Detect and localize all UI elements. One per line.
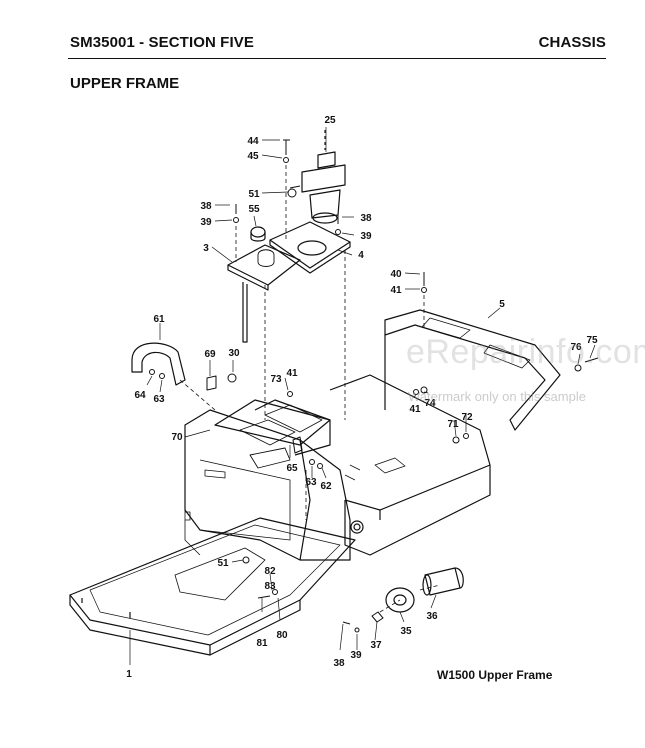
callout-35: 35 <box>400 626 412 637</box>
callout-55: 55 <box>248 204 260 215</box>
watermark-site: eRepairinfo.com <box>406 333 645 371</box>
callout-30: 30 <box>228 348 240 359</box>
fender-panel-5 <box>384 309 561 431</box>
callout-62: 62 <box>320 481 332 492</box>
callout-74: 74 <box>424 398 436 409</box>
callout-41-c: 41 <box>409 404 421 415</box>
callout-82: 82 <box>264 566 276 577</box>
section-title: UPPER FRAME <box>70 75 180 92</box>
alignment-lines <box>179 165 441 613</box>
fastener-set <box>149 139 599 633</box>
rear-frame-deck <box>329 374 491 556</box>
callout-75: 75 <box>586 335 598 346</box>
callout-71: 71 <box>447 419 459 430</box>
callout-36: 36 <box>426 611 438 622</box>
callout-83: 83 <box>264 581 276 592</box>
callout-44: 44 <box>247 136 259 147</box>
callout-39-b: 39 <box>360 231 372 242</box>
callout-73: 73 <box>270 374 282 385</box>
valve-assembly-25 <box>301 130 346 224</box>
header-chapter: CHASSIS <box>538 34 606 51</box>
mount-plate-3 <box>227 244 301 343</box>
callout-38-b: 38 <box>360 213 372 224</box>
watermark-note: Watermark only on this sample <box>408 389 586 404</box>
callout-63-b: 63 <box>305 477 317 488</box>
callout-38-c: 38 <box>333 658 345 669</box>
callout-65: 65 <box>286 463 298 474</box>
callout-61: 61 <box>153 314 165 325</box>
mount-plate-4 <box>269 221 351 274</box>
callout-25: 25 <box>324 115 336 126</box>
knob-55 <box>250 226 266 242</box>
callout-51: 51 <box>248 189 260 200</box>
callout-51-b: 51 <box>217 558 229 569</box>
console-assembly <box>214 399 331 469</box>
callout-80: 80 <box>276 630 288 641</box>
callout-39-c: 39 <box>350 650 362 661</box>
header-manual-section: SM35001 - SECTION FIVE <box>70 34 254 51</box>
callout-45: 45 <box>247 151 259 162</box>
callout-76: 76 <box>570 342 582 353</box>
callout-72: 72 <box>461 412 473 423</box>
callout-1: 1 <box>126 669 132 680</box>
leader-lines <box>129 127 596 665</box>
callout-70: 70 <box>171 432 183 443</box>
callout-5: 5 <box>499 299 505 310</box>
callout-3: 3 <box>203 243 209 254</box>
splined-shaft-36 <box>422 567 464 596</box>
grab-handle-61 <box>131 342 186 386</box>
callout-41-b: 41 <box>286 368 298 379</box>
lower-frame-plate <box>69 517 356 656</box>
callout-38: 38 <box>200 201 212 212</box>
callout-81: 81 <box>256 638 268 649</box>
header-rule <box>68 58 606 59</box>
callout-40: 40 <box>390 269 402 280</box>
main-frame-body <box>184 409 351 561</box>
callout-63: 63 <box>153 394 165 405</box>
callout-labels: 44 45 25 51 38 39 55 38 39 3 4 40 41 5 6… <box>126 115 598 680</box>
callout-39: 39 <box>200 217 212 228</box>
callout-69: 69 <box>204 349 216 360</box>
figure-caption: W1500 Upper Frame <box>437 668 553 682</box>
callout-37: 37 <box>370 640 382 651</box>
callout-41: 41 <box>390 285 402 296</box>
callout-64: 64 <box>134 390 146 401</box>
callout-4: 4 <box>358 250 364 261</box>
